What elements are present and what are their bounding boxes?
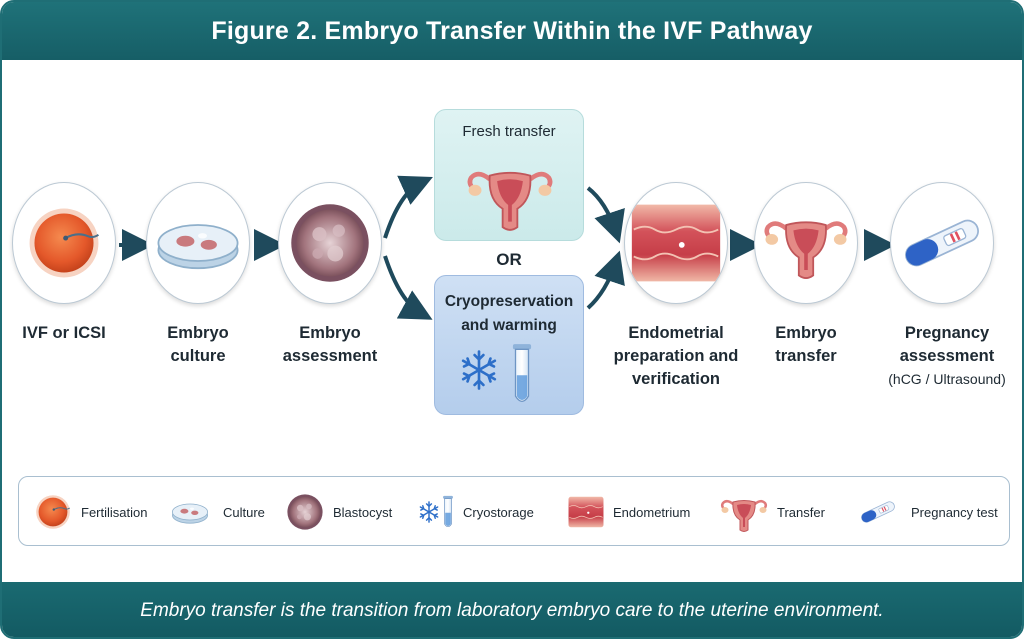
legend-item-pregnancy-test: Pregnancy test: [853, 477, 998, 547]
legend-item-culture: Culture: [165, 477, 265, 547]
fresh-transfer-label: Fresh transfer: [462, 123, 556, 140]
step-node-ivf: [12, 182, 116, 304]
footer-bar: Embryo transfer is the transition from l…: [2, 582, 1022, 637]
endometrium-icon: [567, 490, 605, 534]
flow-arrows: [119, 175, 896, 320]
endometrium-icon: [628, 195, 724, 291]
footer-caption: Embryo transfer is the transition from l…: [140, 599, 884, 621]
blastocyst-icon: [286, 199, 374, 287]
cryo-tube-icon: [441, 492, 455, 532]
step-node-pregnancy: [890, 182, 994, 304]
fertilisation-icon: [33, 492, 73, 532]
or-label: OR: [496, 250, 522, 269]
snowflake-icon: [457, 348, 501, 392]
figure-title: Figure 2. Embryo Transfer Within the IVF…: [211, 16, 813, 45]
culture-dish-icon: [153, 198, 243, 288]
legend: Fertilisation Culture Blastocyst Cryosto…: [18, 476, 1010, 546]
legend-item-transfer: Transfer: [719, 477, 825, 547]
pregnancy-test-icon: [898, 199, 986, 287]
step-label-ivf: IVF or ICSI: [22, 324, 106, 342]
fresh-transfer-box: Fresh transfer: [434, 109, 584, 241]
legend-item-fertilisation: Fertilisation: [33, 477, 147, 547]
cryostorage-icon: [417, 499, 441, 525]
arrow-cryo-endometrial: [586, 250, 625, 310]
step-node-endometrial: [624, 182, 728, 304]
fertilisation-icon: [23, 202, 105, 284]
culture-dish-icon: [165, 492, 215, 532]
pregnancy-test-icon: [853, 492, 903, 532]
blastocyst-icon: [285, 492, 325, 532]
header-bar: Figure 2. Embryo Transfer Within the IVF…: [2, 2, 1022, 60]
legend-item-blastocyst: Blastocyst: [285, 477, 392, 547]
arrow-assessment-cryo: [383, 255, 433, 320]
step-node-culture: [146, 182, 250, 304]
step-node-transfer: [754, 182, 858, 304]
legend-item-endometrium: Endometrium: [567, 477, 690, 547]
arrow-fresh-endometrial: [586, 186, 625, 244]
arrow-assessment-fresh: [383, 175, 433, 239]
uterus-icon: [719, 487, 769, 537]
uterus-icon: [761, 198, 851, 288]
uterus-icon: [460, 148, 560, 240]
legend-item-cryostorage: Cryostorage: [417, 477, 534, 547]
test-tube-icon: [509, 338, 535, 410]
step-node-assessment: [278, 182, 382, 304]
